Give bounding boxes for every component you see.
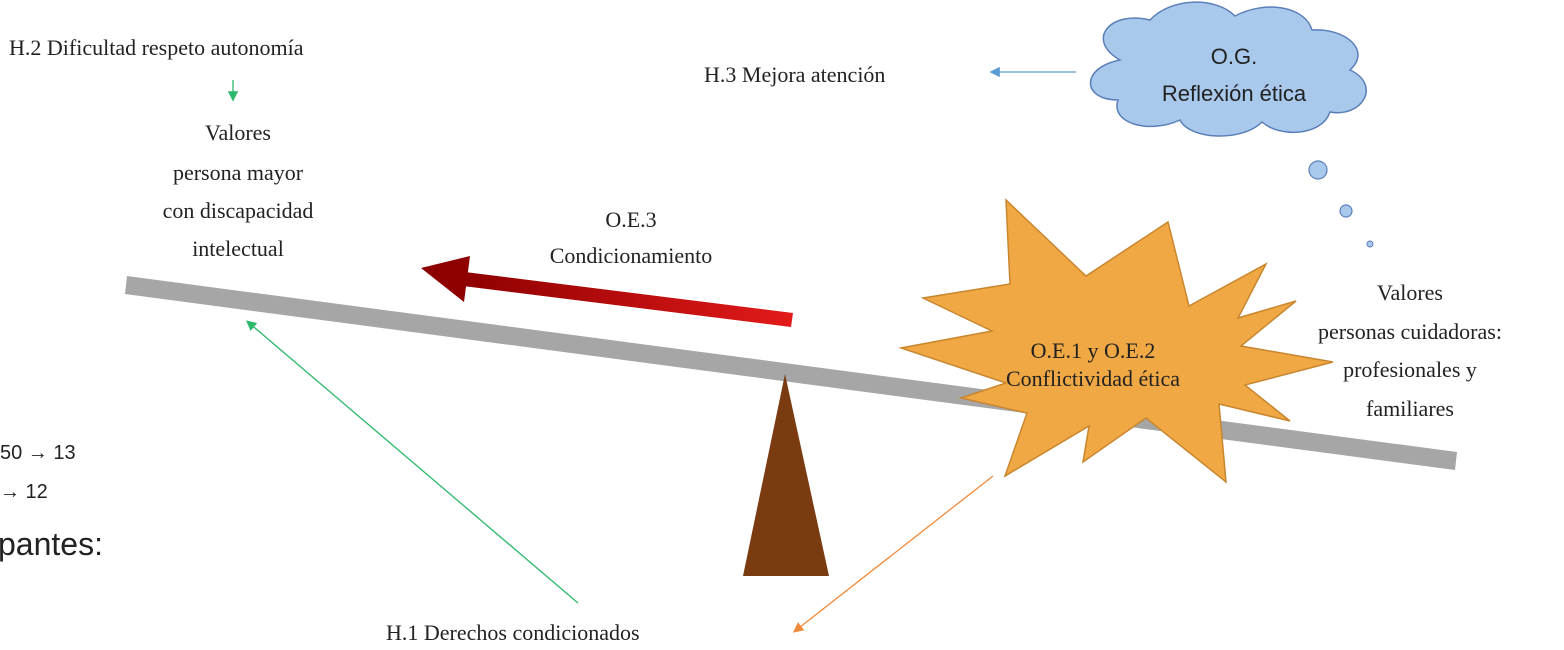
left-values-line: Valores: [205, 120, 271, 145]
oe12-line: Conflictividad ética: [1006, 366, 1180, 391]
oe12-label: O.E.1 y O.E.2 Conflictividad ética: [1006, 338, 1180, 391]
right-values-line: personas cuidadoras:: [1318, 319, 1502, 344]
thought-bubble-medium: [1339, 204, 1353, 218]
og-line: O.G.: [1211, 44, 1257, 69]
thought-bubble-small: [1366, 240, 1374, 248]
fragment-line-1: 50 → 13: [0, 442, 76, 464]
og-line: Reflexión ética: [1162, 81, 1307, 106]
seesaw-fulcrum: [743, 374, 829, 576]
h1-label: H.1 Derechos condicionados: [386, 620, 640, 645]
left-values-label: Valores persona mayor con discapacidad i…: [163, 120, 314, 261]
fragment-line-3: pantes:: [0, 526, 103, 562]
right-values-line: familiares: [1366, 396, 1454, 421]
oe3-line: O.E.3: [605, 207, 656, 232]
oe3-arrow: [421, 256, 793, 327]
left-values-line: intelectual: [192, 236, 284, 261]
fragment-line-2: → 12: [0, 481, 48, 503]
left-values-line: persona mayor: [173, 160, 304, 185]
left-values-line: con discapacidad: [163, 198, 314, 223]
right-values-label: Valores personas cuidadoras: profesional…: [1318, 280, 1502, 421]
oe12-line: O.E.1 y O.E.2: [1031, 338, 1156, 363]
h2-label: H.2 Dificultad respeto autonomía: [9, 35, 304, 60]
right-values-line: Valores: [1377, 280, 1443, 305]
conflict-starburst: [898, 198, 1334, 484]
oe3-line: Condicionamiento: [550, 243, 713, 268]
conflict-to-h1-arrow: [792, 475, 994, 633]
oe3-label: O.E.3 Condicionamiento: [550, 207, 713, 268]
h1-arrow: [246, 320, 579, 604]
og-cloud: [1089, 1, 1367, 137]
right-values-line: profesionales y: [1343, 357, 1477, 382]
h3-label: H.3 Mejora atención: [704, 62, 885, 87]
thought-bubble-large: [1308, 160, 1328, 180]
og-label: O.G. Reflexión ética: [1162, 44, 1307, 106]
